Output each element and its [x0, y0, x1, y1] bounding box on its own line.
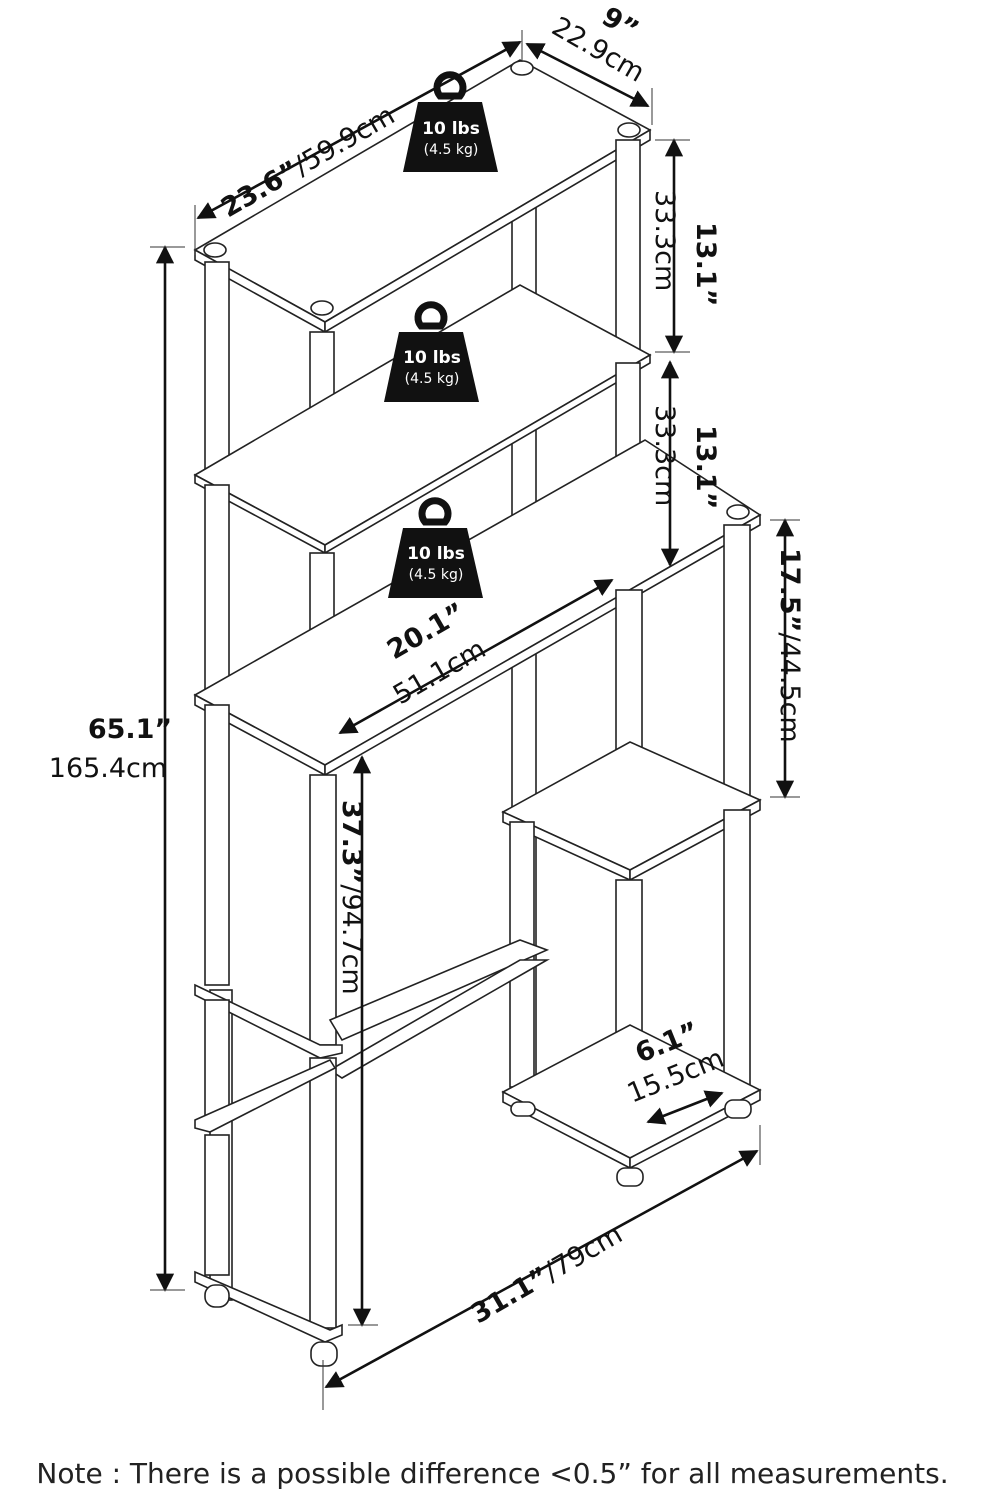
front-post: [204, 1134, 230, 1276]
weight-kg-label: (4.5 kg): [409, 567, 464, 583]
front-post: [309, 774, 337, 1046]
clearance-inches: 37.3”: [336, 800, 367, 884]
shelf-gap2-cm: 33.3cm: [649, 405, 680, 506]
weight-icon-middle: 10 lbs (4.5 kg): [384, 301, 479, 402]
shelf-gap2-inches: 13.1”: [690, 425, 721, 509]
second-shelf-edge: [324, 353, 651, 555]
small-shelf: [194, 1058, 337, 1133]
depth-arrow: [525, 42, 650, 108]
measurement-note: Note : There is a possible difference <0…: [36, 1457, 949, 1490]
front-post: [204, 704, 230, 986]
weight-kg-label: (4.5 kg): [405, 371, 460, 387]
side-shelf: [501, 741, 762, 871]
shelf-dimension-diagram: 10 lbs (4.5 kg) 10 lbs (4.5 kg) 10 lbs (…: [49, 1, 805, 1410]
cross-bar: [328, 959, 550, 1079]
post-cap: [510, 60, 534, 76]
foot: [310, 1341, 338, 1367]
clearance-label: 37.3”/94.7cm: [336, 800, 367, 995]
cross-bar: [328, 939, 550, 1042]
extension-lines: [150, 30, 800, 1410]
front-post: [204, 484, 230, 694]
weight-icon-lower: 10 lbs (4.5 kg): [388, 497, 483, 598]
side-height-cm: /44.5cm: [774, 632, 805, 742]
lower-shelf: [194, 983, 343, 1059]
foot: [204, 1284, 230, 1308]
top-width-arrow: [196, 40, 522, 220]
top-shelf-edge: [324, 128, 651, 334]
total-width-label: 31.1”/79cm: [466, 1219, 628, 1330]
post-cap: [310, 300, 334, 316]
weight-lbs-label: 10 lbs: [422, 119, 480, 139]
dimension-arrows: [155, 40, 795, 1389]
post-cap: [617, 122, 641, 138]
shelf-gap1-cm: 33.3cm: [649, 190, 680, 291]
post-cap: [726, 504, 750, 520]
front-post: [615, 139, 641, 356]
weight-lbs-label: 10 lbs: [407, 544, 465, 564]
bottom-depth-arrow: [646, 1090, 724, 1125]
side-height-label: 17.5”/44.5cm: [774, 548, 805, 743]
front-post: [204, 999, 230, 1119]
front-post: [204, 261, 230, 471]
foot: [724, 1099, 752, 1119]
shelf-gap1-inches: 13.1”: [690, 222, 721, 306]
inner-width-arrow: [338, 578, 614, 735]
front-post: [309, 1057, 337, 1329]
front-post: [723, 809, 751, 1091]
foot: [616, 1167, 644, 1187]
side-height-inches: 17.5”: [774, 548, 805, 632]
weight-kg-label: (4.5 kg): [424, 142, 479, 158]
total-height-inches: 65.1”: [88, 714, 172, 745]
foot: [510, 1101, 536, 1117]
total-width-inches: 31.1”: [466, 1261, 555, 1330]
clearance-cm: /94.7cm: [336, 884, 367, 994]
front-post: [723, 524, 751, 806]
post-cap: [203, 242, 227, 258]
total-width-arrow: [324, 1149, 759, 1389]
total-height-cm: 165.4cm: [49, 753, 167, 784]
total-width-cm: /79cm: [539, 1219, 628, 1288]
weight-lbs-label: 10 lbs: [403, 348, 461, 368]
